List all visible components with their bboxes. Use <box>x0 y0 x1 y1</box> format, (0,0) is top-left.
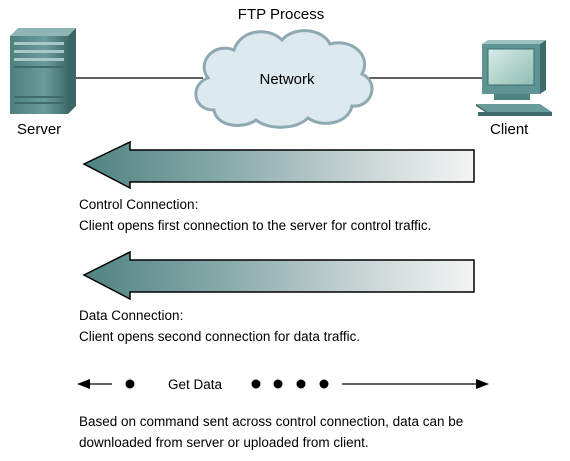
data-dot <box>125 379 135 389</box>
data-connection-heading: Data Connection: <box>79 308 183 323</box>
data-dot <box>251 379 261 389</box>
server-tower-icon <box>10 28 76 114</box>
cloud-icon <box>194 29 374 129</box>
left-arrowhead-icon <box>77 379 90 389</box>
server-label: Server <box>17 121 61 138</box>
data-dot <box>296 379 306 389</box>
data-dot <box>319 379 329 389</box>
server-device: Server <box>10 28 76 138</box>
get-data-flow: Get Data <box>77 377 489 392</box>
control-connection-arrow <box>82 140 475 190</box>
get-data-label: Get Data <box>168 377 223 392</box>
network-label: Network <box>259 71 315 88</box>
control-connection-description: Client opens first connection to the ser… <box>79 218 431 233</box>
client-label: Client <box>490 121 529 138</box>
data-connection-arrow <box>82 250 475 301</box>
client-device: Client <box>476 40 552 138</box>
control-connection-heading: Control Connection: <box>79 197 198 212</box>
client-computer-icon <box>476 40 552 116</box>
data-dot <box>273 379 283 389</box>
diagram-title: FTP Process <box>238 6 324 23</box>
data-connection-description: Client opens second connection for data … <box>79 329 360 344</box>
network-cloud: Network <box>194 29 374 129</box>
footer-line-1: Based on command sent across control con… <box>79 414 463 429</box>
right-arrowhead-icon <box>476 379 489 389</box>
footer-line-2: downloaded from server or uploaded from … <box>79 435 369 450</box>
